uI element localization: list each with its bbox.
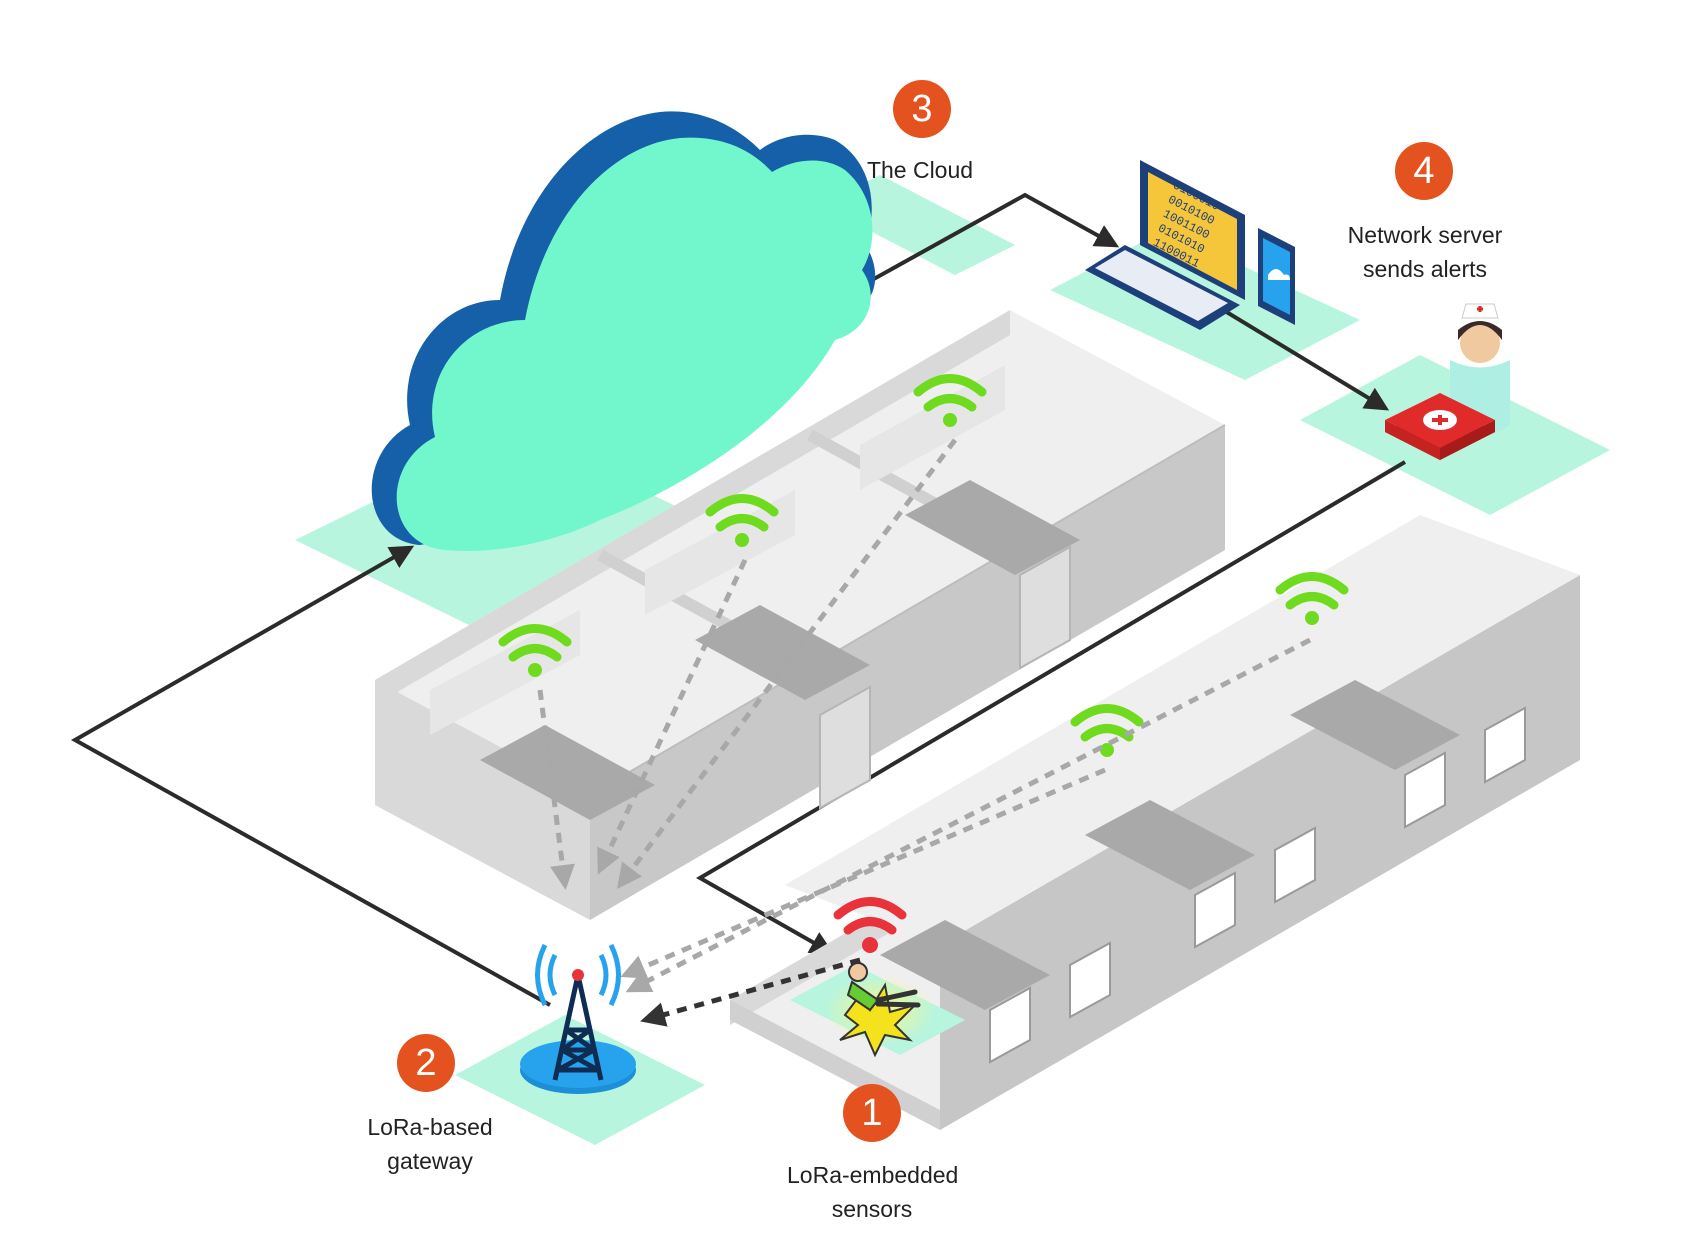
wifi-signal-red-icon [833,897,907,953]
step-label-line: LoRa-embedded [787,1162,959,1188]
signal-paths [537,438,1312,1027]
step-label-line: sensors [831,1196,913,1222]
first-aid-alert-icon [1385,393,1495,460]
flow-cloud-to-laptop [844,192,1120,297]
step-label-the-cloud: The Cloud [845,153,995,187]
tablet-cloud-icon [1258,228,1295,325]
flow-laptop-to-alert [1213,303,1390,411]
exterior-windows [989,706,1526,1064]
fallen-person-icon [790,962,965,1058]
step-label-line: Network server [1347,222,1503,248]
step-label-network-server: Network server sends alerts [1325,218,1525,286]
step-label-line: The Cloud [866,157,974,183]
step-badge-1: 1 [843,1084,901,1142]
step-label-gateway: LoRa-based gateway [355,1110,505,1178]
flow-gateway-to-cloud [70,545,551,1007]
wifi-signal-green-icon [498,374,1349,757]
nurse-icon [1450,303,1510,435]
antenna-tower-icon [520,943,636,1094]
building-front [730,515,1580,1130]
cloud-icon [371,111,876,551]
step-label-sensors: LoRa-embedded sensors [787,1158,959,1226]
building-back [375,310,1226,920]
step-badge-4: 4 [1395,142,1453,200]
step-label-line: LoRa-based [367,1114,493,1140]
flow-alert-to-patient [696,460,1407,955]
step-label-line: sends alerts [1362,256,1487,282]
step-label-line: gateway [387,1148,473,1174]
step-badge-3: 3 [893,80,951,138]
step-badge-2: 2 [397,1034,455,1092]
